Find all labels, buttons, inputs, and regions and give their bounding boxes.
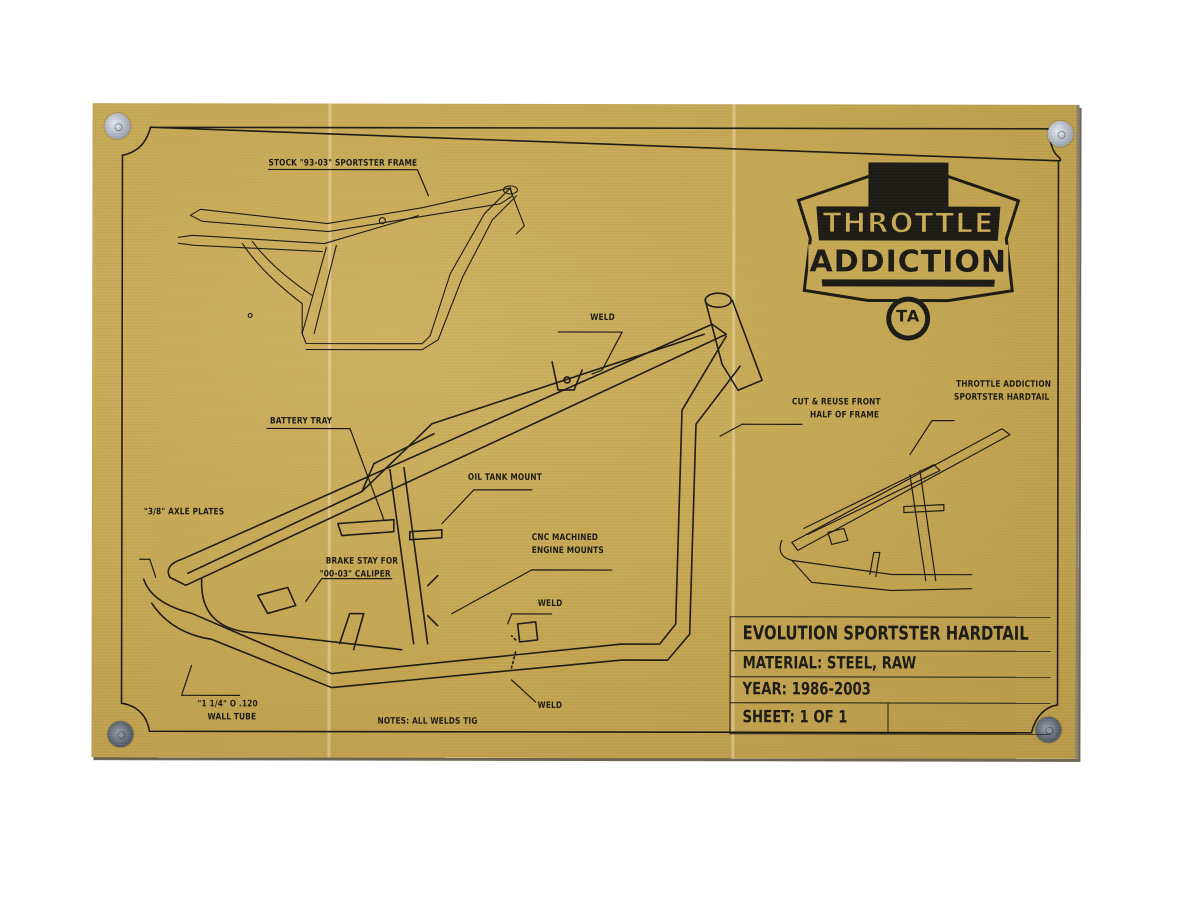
blueprint-panel: THROTTLE ADDICTION TA STOCK "93-03" SPOR… — [91, 103, 1080, 759]
callout-battery-tray: BATTERY TRAY — [270, 416, 333, 427]
notes-text: NOTES: ALL WELDS TIG — [377, 716, 478, 727]
callout-weld-bottom: WELD — [537, 700, 563, 711]
callout-ta-hardtail-line1: THROTTLE ADDICTION — [956, 379, 1052, 390]
callout-weld-top: WELD — [590, 313, 615, 324]
callout-cnc-line1: CNC MACHINED — [531, 532, 599, 544]
callout-axle-plates: "3/8" AXLE PLATES — [143, 507, 225, 518]
callout-stock-frame: STOCK "93-03" SPORTSTER FRAME — [268, 158, 418, 169]
callout-ta-hardtail-line2: SPORTSTER HARDTAIL — [954, 392, 1050, 403]
ta-hardtail-illustration — [779, 428, 1011, 592]
callout-brake-stay-line1: BRAKE STAY FOR — [325, 556, 399, 567]
title-block-sheet: SHEET: 1 OF 1 — [730, 703, 889, 732]
title-block-sheet-row: SHEET: 1 OF 1 — [730, 703, 1050, 732]
logo-line-2: ADDICTION — [808, 244, 1009, 280]
callout-cut-reuse-line1: CUT & REUSE FRONT — [792, 397, 881, 408]
callout-cut-reuse-line2: HALF OF FRAME — [810, 410, 880, 421]
title-block-year: YEAR: 1986-2003 — [730, 677, 1051, 704]
hardtail-frame-illustration — [142, 292, 763, 689]
callout-tube-line2: WALL TUBE — [207, 712, 257, 723]
throttle-addiction-logo: THROTTLE ADDICTION TA — [788, 150, 1028, 341]
title-block: EVOLUTION SPORTSTER HARDTAIL MATERIAL: S… — [729, 616, 1051, 735]
frame-drawings — [139, 168, 1011, 703]
callout-weld-mid: WELD — [537, 598, 563, 609]
callout-tube-line1: "1 1/4" O .120 — [197, 699, 258, 710]
logo-monogram: TA — [896, 306, 921, 326]
logo-line-1: THROTTLE — [822, 206, 995, 241]
callout-brake-stay-line2: "00-03" CALIPER — [319, 569, 391, 580]
callout-leaders — [139, 168, 955, 703]
callout-cnc-line2: ENGINE MOUNTS — [531, 545, 604, 557]
callout-oil-tank-mount: OIL TANK MOUNT — [467, 472, 542, 483]
title-block-title: EVOLUTION SPORTSTER HARDTAIL — [730, 617, 1051, 652]
stock-frame-illustration — [177, 185, 525, 351]
title-block-material: MATERIAL: STEEL, RAW — [730, 651, 1051, 678]
